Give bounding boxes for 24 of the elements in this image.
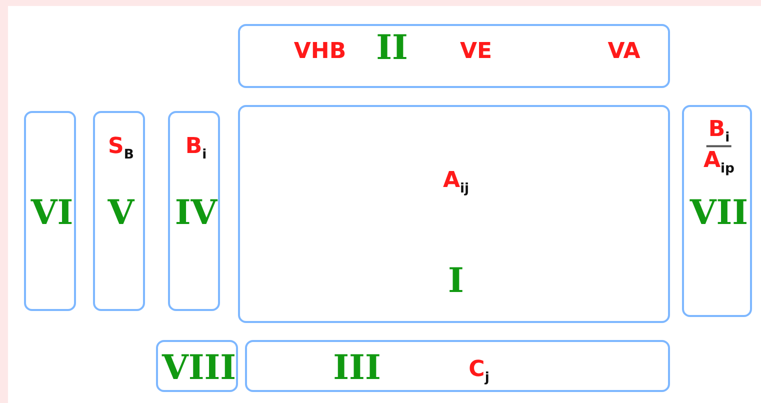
variable-symbol: VE: [460, 41, 492, 63]
variable-symbol: VA: [608, 41, 640, 63]
variable-symbol: B$_{i}$: [185, 136, 207, 162]
region-numeral: III: [333, 351, 381, 385]
region-box: [238, 105, 670, 323]
variable-symbol: S$_{B}$: [108, 136, 134, 162]
region-numeral: II: [376, 31, 408, 65]
region-numeral: V: [108, 196, 134, 230]
region-box: [168, 111, 220, 311]
variable-symbol: A$_{ip}$: [704, 150, 734, 176]
region-box: [93, 111, 145, 311]
region-box: [238, 24, 670, 88]
region-box: [156, 340, 238, 392]
region-box: [682, 105, 752, 317]
region-numeral: VIII: [162, 351, 236, 385]
variable-symbol: A$_{ij}$: [442, 170, 470, 196]
region-numeral: VII: [690, 196, 748, 230]
region-numeral: IV: [174, 196, 218, 230]
region-box: [24, 111, 76, 311]
variable-symbol: C$_{j}$: [468, 359, 490, 385]
region-numeral: VI: [30, 196, 74, 230]
region-box: [245, 340, 670, 392]
region-numeral: I: [448, 264, 464, 298]
variable-symbol: VHB: [294, 41, 346, 63]
